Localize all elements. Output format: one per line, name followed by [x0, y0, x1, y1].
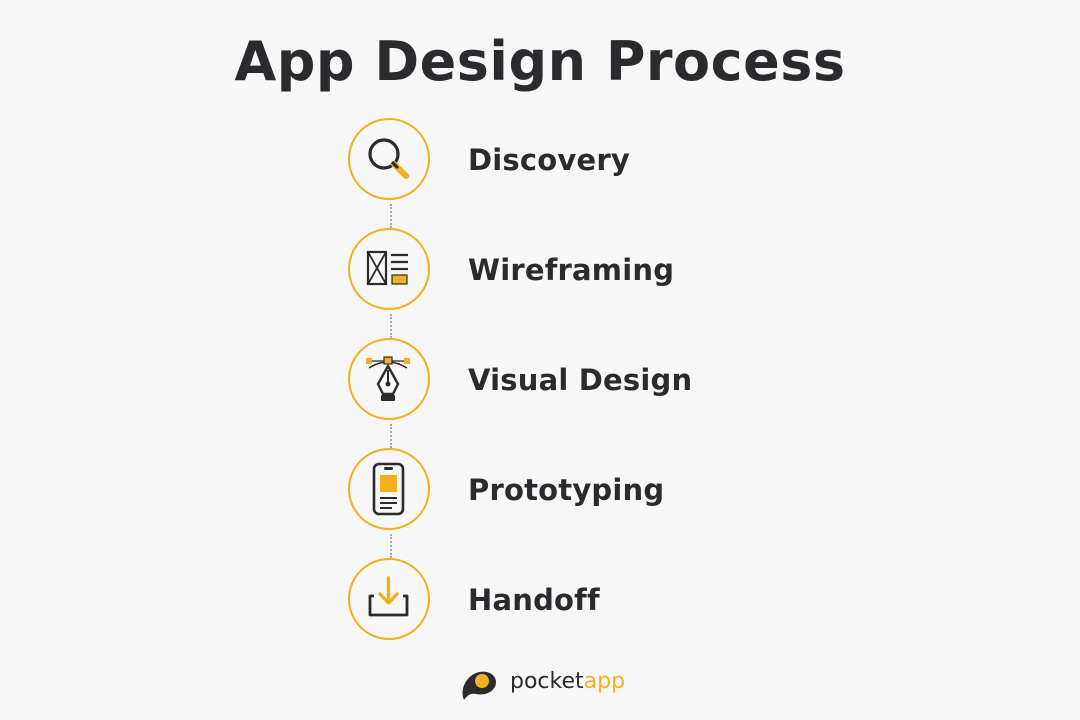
brand-name-part1: pocket [510, 669, 584, 694]
step-icon-circle [348, 558, 430, 640]
step-label-handoff: Handoff [468, 583, 600, 617]
brand-name: pocketapp [510, 669, 625, 694]
download-tray-icon [368, 576, 409, 617]
step-connector [390, 204, 392, 228]
step-icon-circle [348, 228, 430, 310]
step-label-visual-design: Visual Design [468, 363, 693, 397]
step-icon-circle [348, 338, 430, 420]
pen-tool-icon [366, 356, 410, 401]
magnifying-glass-icon [368, 138, 409, 179]
step-label-discovery: Discovery [468, 143, 630, 177]
page-title: App Design Process [234, 30, 846, 93]
step-label-wireframing: Wireframing [468, 253, 675, 287]
step-connector [390, 424, 392, 448]
brand-name-part2: app [583, 669, 626, 694]
step-connector [390, 534, 392, 558]
pocketapp-logo-icon [462, 671, 496, 700]
step-connector [390, 314, 392, 338]
step-icon-circle [348, 118, 430, 200]
step-label-prototyping: Prototyping [468, 473, 665, 507]
smartphone-icon [372, 462, 405, 516]
step-icon-circle [348, 448, 430, 530]
wireframe-icon [366, 250, 408, 286]
